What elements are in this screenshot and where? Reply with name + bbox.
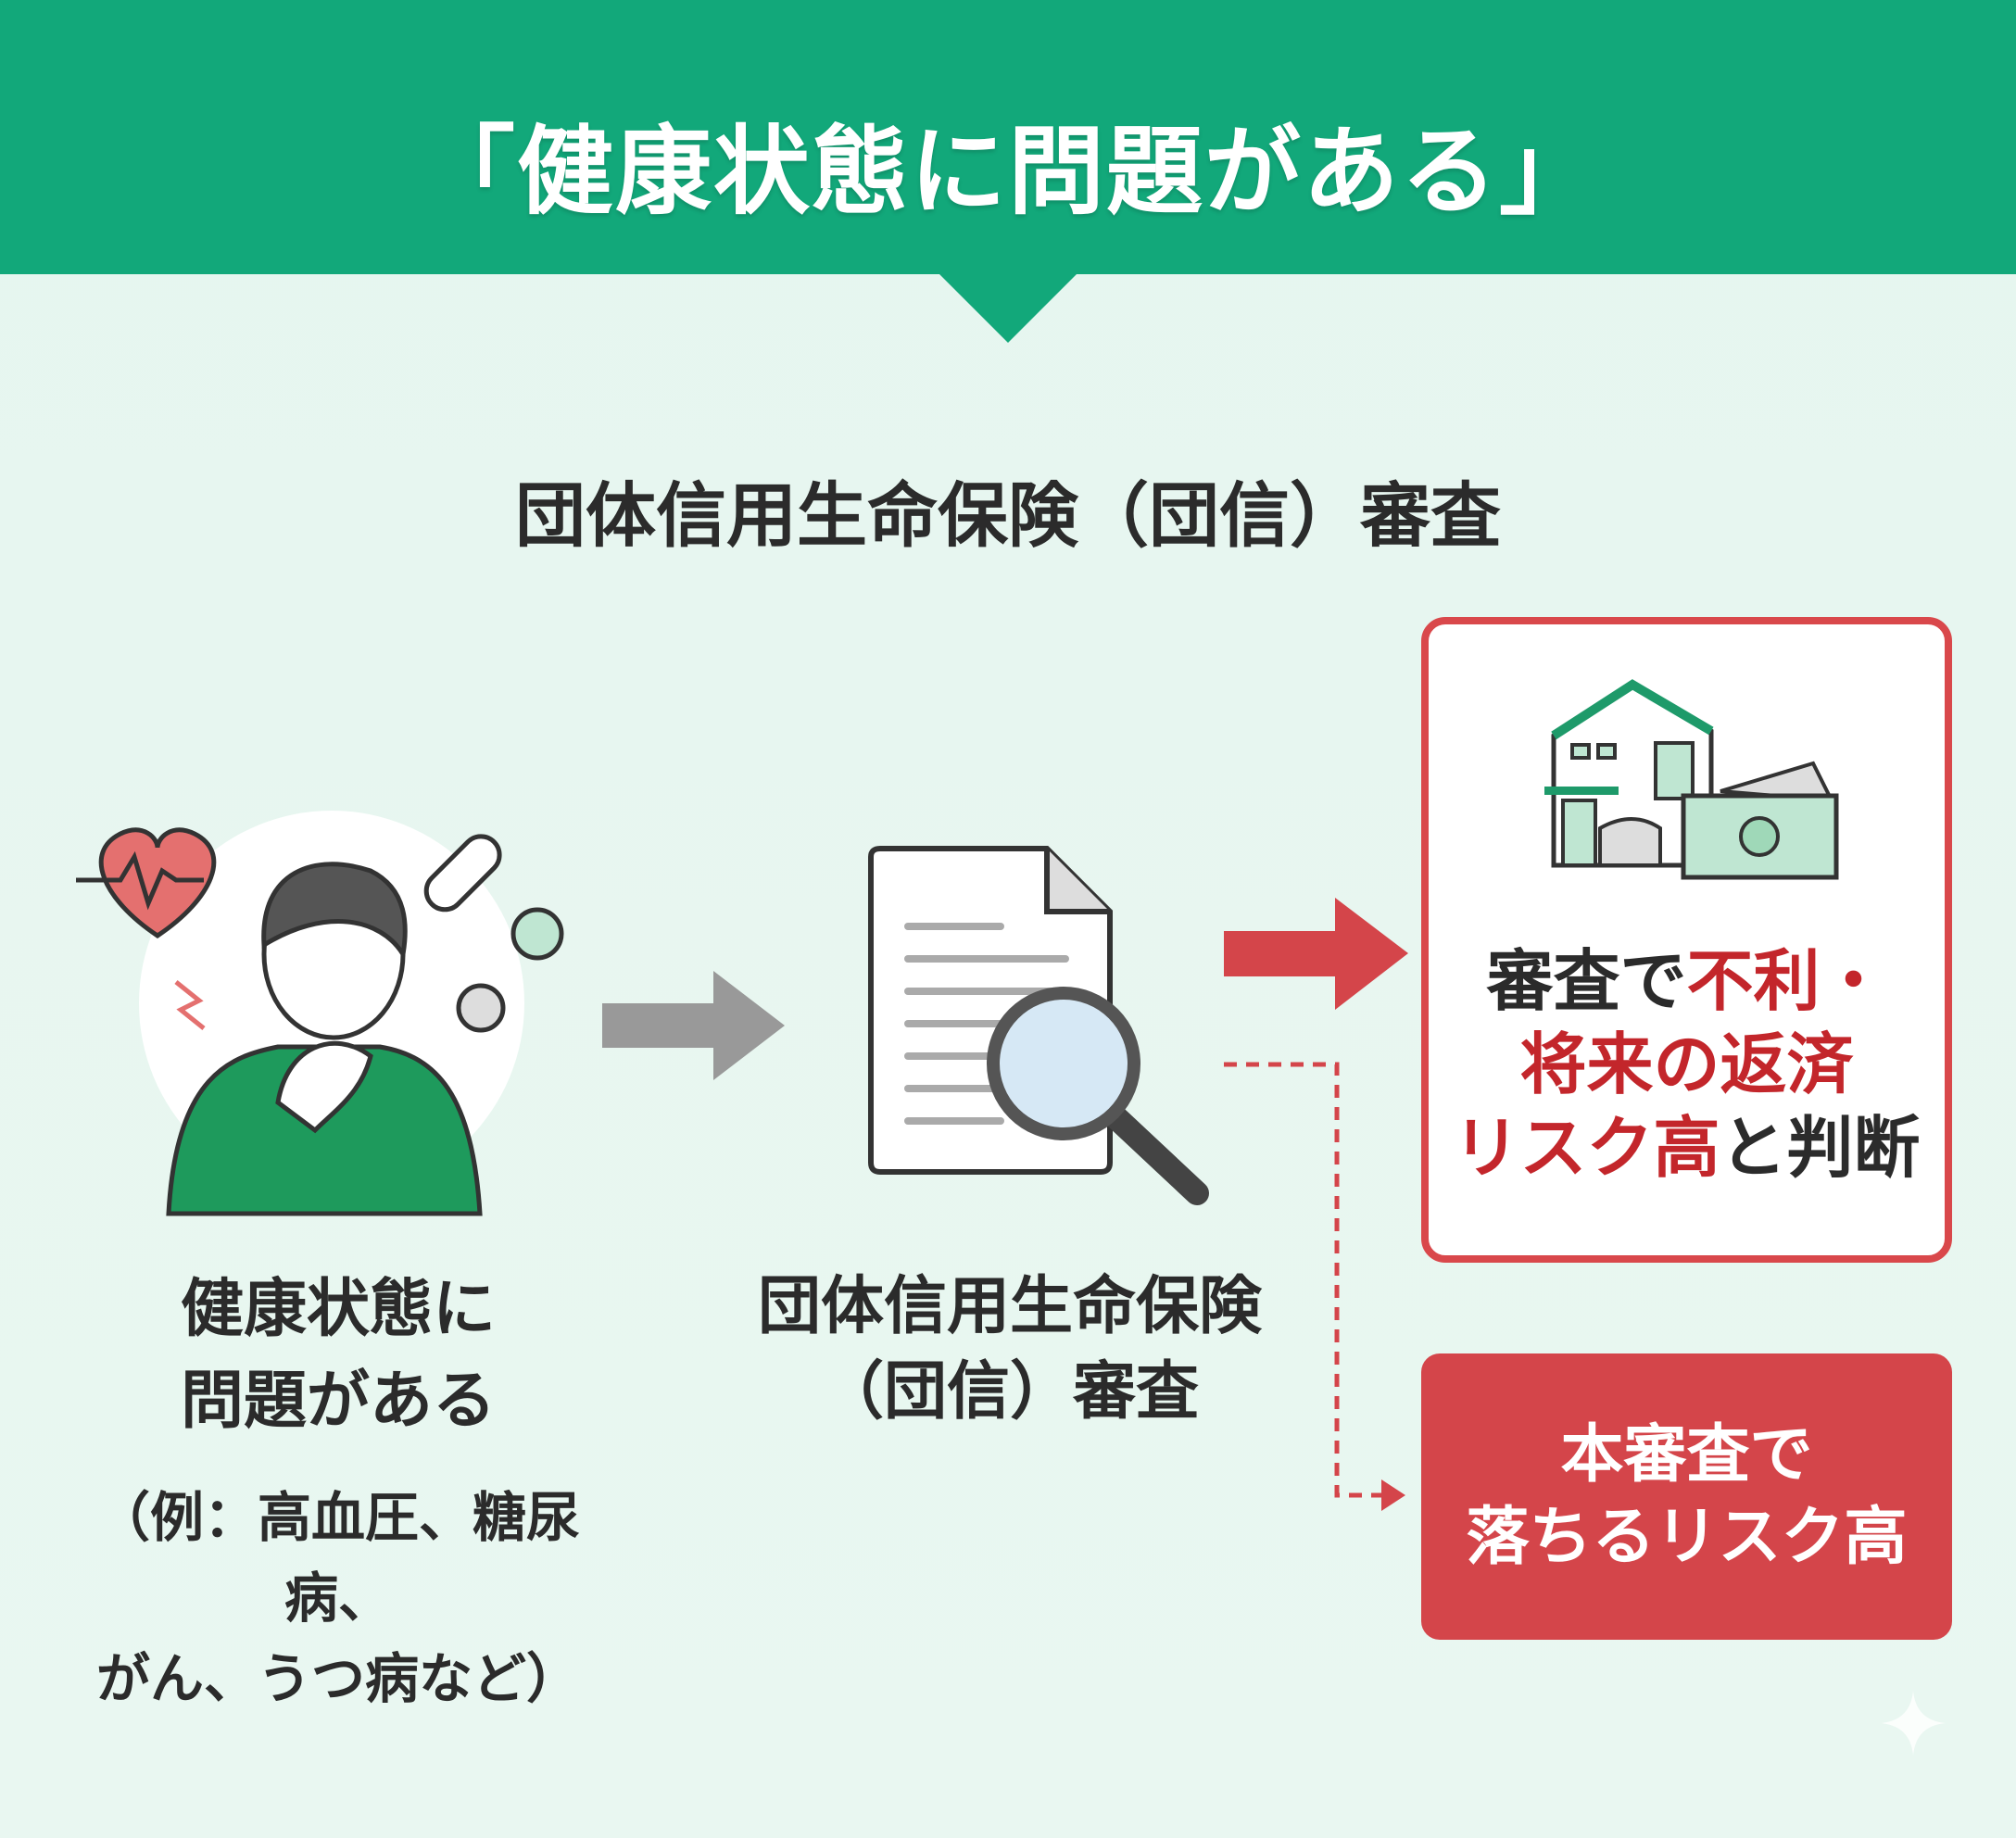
health-issue-label: 健康状態に 問題がある (93, 1265, 584, 1447)
result-text-highlight: 不利・ (1686, 942, 1887, 1020)
house-money-icon (1544, 679, 1839, 880)
alert-line: 落ちるリスク高 (1466, 1500, 1908, 1574)
alert-line: 本審査で (1560, 1418, 1813, 1492)
dashed-connector (1224, 1062, 1405, 1511)
health-issue-examples: （例：高血圧、糖尿病、 がん、うつ病など） (56, 1478, 621, 1719)
pain-mark-icon (174, 980, 206, 1030)
note-line: （例：高血圧、糖尿病、 (95, 1486, 580, 1630)
label-line: 団体信用生命保険 (757, 1270, 1262, 1343)
section-subtitle: 団体信用生命保険（団信）審査 (515, 474, 1501, 557)
result-text-highlight: リスク高 (1453, 1109, 1720, 1187)
red-arrow-icon (1224, 898, 1408, 1010)
hand (275, 1040, 373, 1134)
result-text-part: 審査で (1486, 942, 1687, 1020)
note-line: がん、うつ病など） (95, 1647, 580, 1710)
header-banner (0, 0, 2016, 274)
label-line: （団信）審査 (820, 1354, 1199, 1429)
document-magnifier-icon (868, 846, 1209, 1205)
page-title: 「健康状態に問題がある」 (418, 115, 1597, 228)
result-text-part: と判断 (1720, 1109, 1921, 1187)
header-pointer (938, 272, 1078, 343)
label-line: 健康状態に (180, 1273, 496, 1346)
label-line: 問題がある (180, 1364, 496, 1438)
sick-person-icon (76, 811, 564, 1216)
heart-icon (76, 827, 217, 939)
gray-arrow-icon (602, 971, 785, 1080)
result-text: 審査で不利・ 将来の返済 リスク高と判断 (1429, 939, 1945, 1190)
screening-label: 団体信用生命保険 （団信）審査 (723, 1265, 1297, 1435)
result-text-highlight: 将来の返済 (1519, 1026, 1854, 1103)
alert-box: 本審査で 落ちるリスク高 (1421, 1353, 1952, 1640)
result-box: 審査で不利・ 将来の返済 リスク高と判断 (1421, 617, 1952, 1263)
pills-icon (423, 834, 564, 1033)
hair (261, 862, 408, 961)
sparkle-icon (1881, 1691, 1946, 1756)
